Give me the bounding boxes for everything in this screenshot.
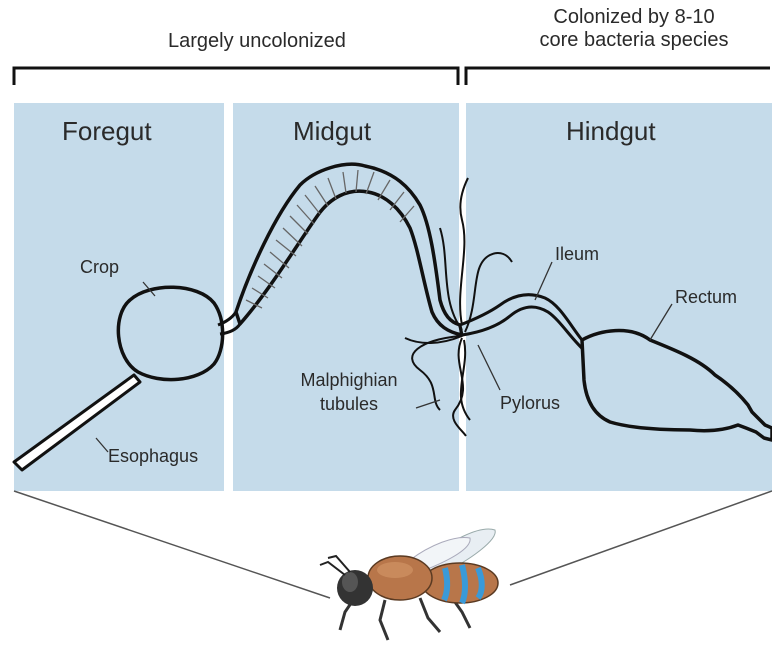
header-uncolonized: Largely uncolonized (168, 30, 346, 53)
section-foregut: Foregut (62, 116, 152, 147)
label-esophagus: Esophagus (108, 446, 198, 467)
label-malphighian: Malphighian tubules (284, 368, 414, 416)
section-hindgut: Hindgut (566, 116, 656, 147)
header-colonized-line2: core bacteria species (502, 29, 766, 52)
right-pointer-line (510, 491, 772, 585)
label-crop: Crop (80, 257, 119, 278)
section-midgut: Midgut (293, 116, 371, 147)
crop-organ (118, 287, 222, 379)
label-ileum: Ileum (555, 244, 599, 265)
header-colonized-line1: Colonized by 8-10 (502, 6, 766, 29)
header-colonized: Colonized by 8-10 core bacteria species (502, 6, 766, 52)
honeybee-illustration (320, 529, 498, 640)
left-pointer-line (14, 491, 330, 598)
label-rectum: Rectum (675, 287, 737, 308)
bracket-colonized (466, 68, 770, 85)
label-malphighian-line2: tubules (284, 392, 414, 416)
label-pylorus: Pylorus (500, 393, 560, 414)
bracket-uncolonized (14, 68, 458, 85)
label-malphighian-line1: Malphighian (284, 368, 414, 392)
